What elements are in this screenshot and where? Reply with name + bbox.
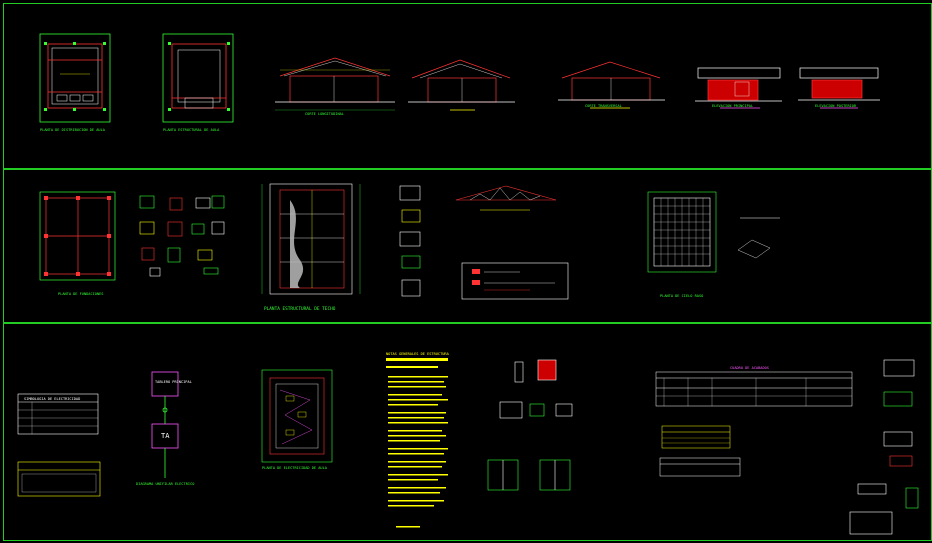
label-corte-longitudinal: CORTE LONGITUDINAL [305,112,344,116]
finishes-table [655,371,853,407]
label-tablero-principal: TABLERO PRINCIPAL [155,380,192,384]
floor-plan-2 [162,33,234,123]
floor-plan-1 [39,33,111,123]
label-plan-distribucion: PLANTA DE DISTRIBUCION DE AULA [40,128,105,132]
label-simbologia: SIMBOLOGIA DE ELECTRICIDAD [24,397,81,401]
label-planta-techo: PLANTA ESTRUCTURAL DE TECHO [264,307,336,312]
section-longitudinal [275,57,395,111]
label-elevacion-posterior: ELEVACION POSTERIOR [815,104,857,108]
elevation-principal [695,67,782,109]
single-line-diagram [151,371,179,478]
section-transversal [408,59,515,111]
elevation-posterior [798,67,880,109]
label-planta-fundaciones: PLANTA DE FUNDACIONES [58,292,104,296]
foundation-details [139,195,225,277]
ceiling-plan [647,191,780,273]
label-cuadro-acabados: CUADRO DE ACABADOS [730,366,769,370]
label-tablero-ta: TA [161,432,170,440]
roof-details [399,185,421,297]
label-corte-transversal: CORTE TRANSVERSAL [585,104,622,108]
label-planta-electrica: PLANTA DE ELECTRICIDAD DE AULA [262,466,327,470]
right-details [849,359,919,535]
foundation-plan [39,191,116,281]
section-3 [558,61,665,109]
label-plan-estructural: PLANTA ESTRUCTURAL DE AULA [163,128,220,132]
label-planta-cielo-raso: PLANTA DE CIELO RASO [660,294,704,298]
detail-drawings [487,359,573,491]
door-window-table [659,425,741,477]
truss-detail [455,185,557,211]
structural-notes [386,358,448,528]
label-elevacion-principal: ELEVACION PRINCIPAL [712,104,754,108]
title-block-strip [17,461,101,497]
electrical-legend-table [17,393,99,435]
label-notas-generales: NOTAS GENERALES DE ESTRUCTURA [386,352,449,356]
legend-box [461,262,569,300]
label-diagrama-unifilar: DIAGRAMA UNIFILAR ELECTRICO [136,482,195,486]
electrical-plan [261,369,333,463]
roof-structure-plan [261,183,361,295]
